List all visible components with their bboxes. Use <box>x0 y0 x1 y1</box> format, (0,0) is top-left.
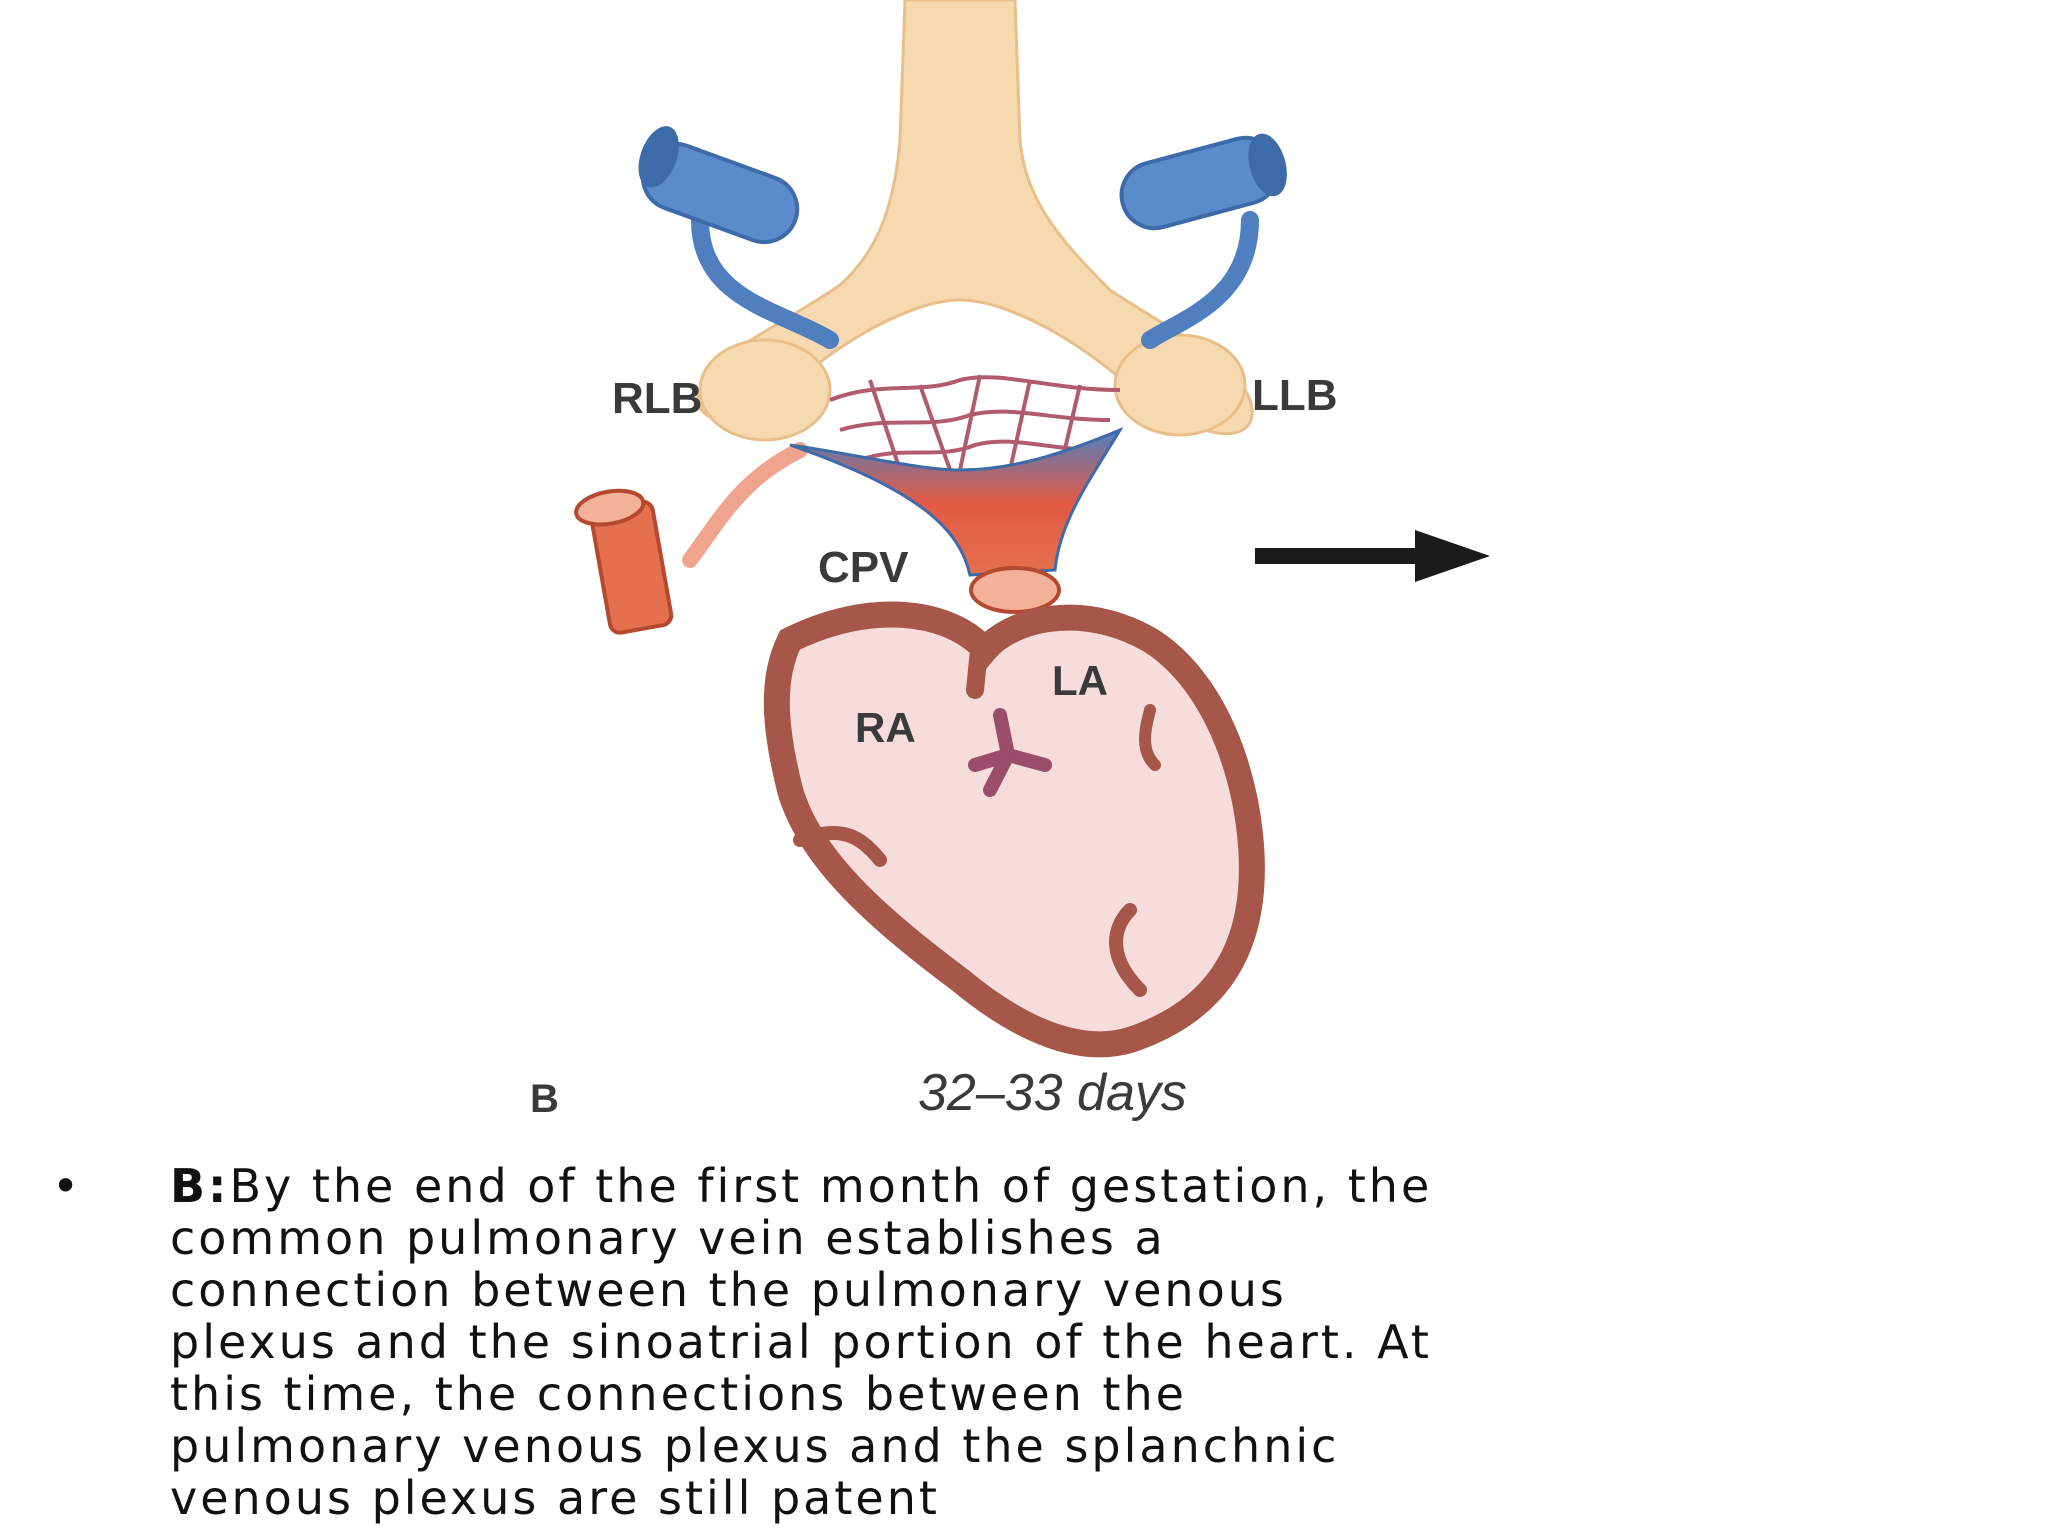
caption-line-7: venous plexus are still patent <box>170 1471 940 1525</box>
right-arrow-icon <box>1255 530 1490 582</box>
caption-line-6: pulmonary venous plexus and the splanchn… <box>170 1419 1340 1473</box>
caption-line-1: B:By the end of the first month of gesta… <box>170 1160 2010 1212</box>
caption-line-3: connection between the pulmonary venous <box>170 1263 1287 1317</box>
caption-line-5: this time, the connections between the <box>170 1367 1187 1421</box>
common-pulmonary-vein <box>789 426 1124 614</box>
label-ra: RA <box>855 704 916 751</box>
age-label: 32–33 days <box>918 1064 1187 1122</box>
caption-bullet: • <box>52 1159 80 1213</box>
label-rlb: RLB <box>612 374 702 423</box>
left-cardinal-vein <box>638 126 839 349</box>
label-cpv: CPV <box>818 543 909 592</box>
panel-label: B <box>530 1077 559 1121</box>
splanchnic-vessel <box>574 442 808 635</box>
caption-line-1-text: By the end of the first month of gestati… <box>229 1159 1433 1213</box>
caption: B:By the end of the first month of gesta… <box>170 1160 2010 1524</box>
heart-septum <box>968 708 1052 797</box>
caption-line-2: common pulmonary vein establishes a <box>170 1211 1166 1265</box>
right-cardinal-vein <box>1119 133 1287 349</box>
trachea-lung-buds <box>696 0 1254 442</box>
label-la: LA <box>1052 657 1108 704</box>
label-llb: LLB <box>1252 371 1338 420</box>
heart <box>763 601 1265 1058</box>
caption-lead: B: <box>170 1159 230 1213</box>
caption-line-4: plexus and the sinoatrial portion of the… <box>170 1315 1432 1369</box>
